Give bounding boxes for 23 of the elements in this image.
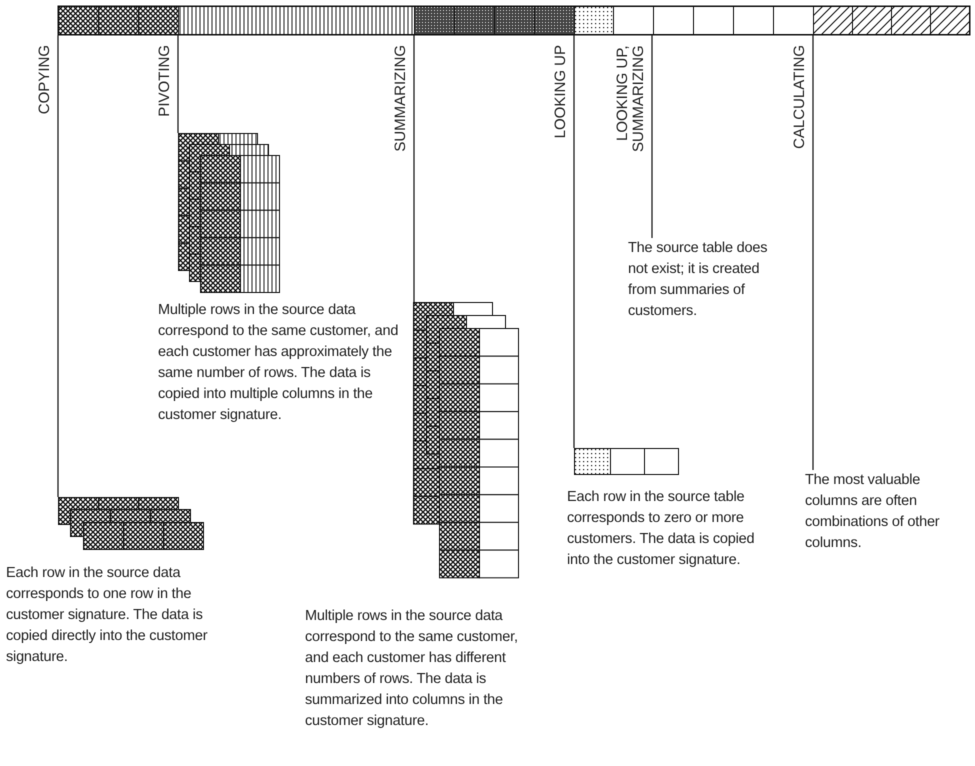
connector-line bbox=[177, 36, 179, 133]
connector-line bbox=[57, 36, 59, 497]
description-text: Each row in the source data corresponds to one row in the customer signature. The data is copied directly into the customer signature. bbox=[6, 564, 208, 667]
table-row-drawing bbox=[574, 448, 679, 475]
description-text: Each row in the source table corresponds to zero or more customers. The data is copied into the customer signature. bbox=[567, 488, 756, 570]
description-text: Multiple rows in the source data correspond to the same customer, and each customer has approximately the same number of rows. The data is copied into multiple columns in the customer signature. bbox=[158, 301, 400, 425]
signature-bar bbox=[58, 6, 970, 35]
connector-line bbox=[573, 36, 575, 448]
edge-label: LOOKING UP, SUMMARIZING bbox=[615, 45, 647, 154]
edge-label: SUMMARIZING bbox=[393, 45, 409, 152]
edge-label: PIVOTING bbox=[157, 45, 173, 117]
edge-label: COPYING bbox=[37, 45, 53, 114]
table-stack-drawing bbox=[413, 302, 519, 578]
edge-label: LOOKING UP bbox=[553, 45, 569, 138]
description-text: Multiple rows in the source data correspond to the same customer, and each customer has different numbers of rows. The data is summarized into columns in the customer signature. bbox=[305, 607, 519, 731]
table-stack-drawing bbox=[178, 133, 280, 293]
description-text: The most valuable columns are often combinations of other columns. bbox=[805, 470, 973, 554]
table-stack-drawing bbox=[58, 497, 204, 550]
edge-label: CALCULATING bbox=[792, 45, 808, 149]
description-text: The source table does not exist; it is created from summaries of customers. bbox=[628, 238, 778, 322]
connector-line bbox=[651, 36, 653, 238]
connector-line bbox=[413, 36, 415, 302]
connector-line bbox=[812, 36, 814, 470]
